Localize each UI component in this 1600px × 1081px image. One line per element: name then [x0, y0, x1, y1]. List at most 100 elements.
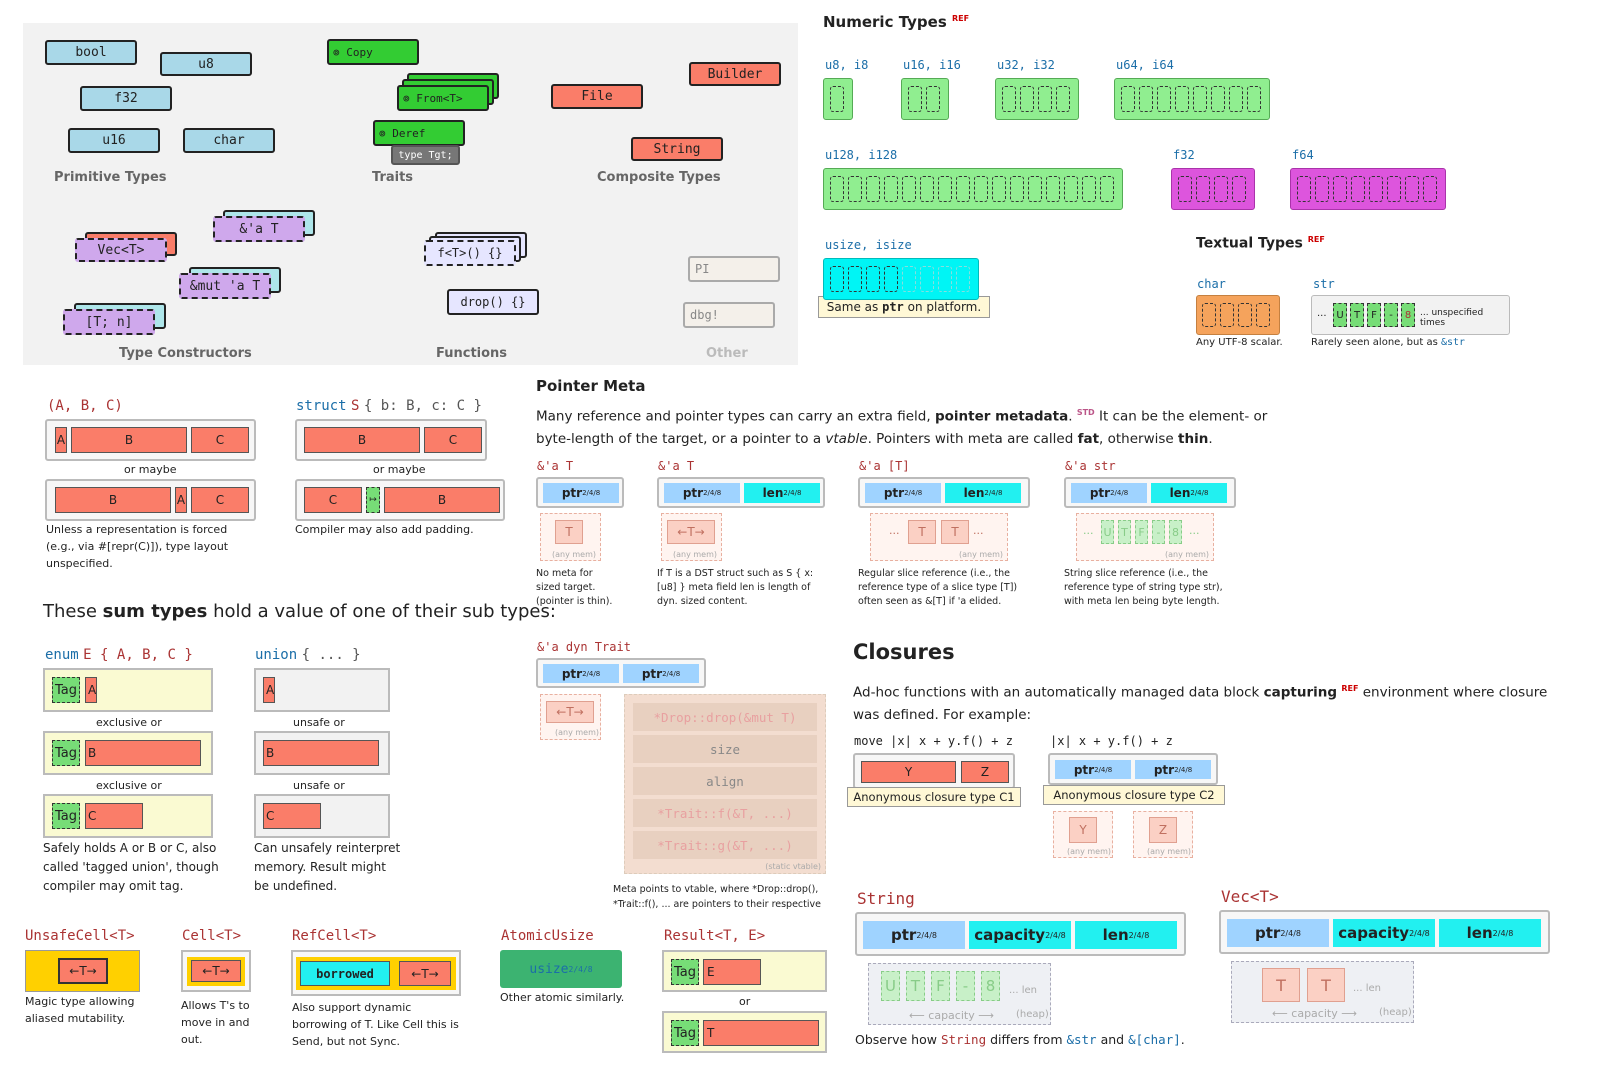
byte [1002, 86, 1016, 112]
numeric-label-5: f32 [1173, 148, 1195, 162]
byte [908, 86, 922, 112]
vec-elem: T [1262, 968, 1300, 1002]
result-t: T [703, 1020, 819, 1046]
struct-layout-1: B C [295, 419, 487, 461]
constructor-ref: &'a T [213, 216, 305, 242]
string-capacity-text: capacity [974, 926, 1046, 944]
dyn-vptr-sub: 2/4/8 [662, 669, 681, 678]
pm-ptr-text: ptr [883, 486, 905, 500]
unsafecell-box: ←T→ [25, 950, 140, 992]
pm-para-e: . Pointers with meta are called [867, 430, 1078, 447]
string-note: Observe how String differs from &str and… [855, 1032, 1185, 1047]
usize-note-text-a: Same as [826, 300, 879, 314]
str-char-u: U [1333, 303, 1347, 327]
byte [830, 86, 844, 112]
numeric-types-title: Numeric Types REF [823, 13, 969, 31]
byte [1139, 86, 1153, 112]
union-variant-cell: B [263, 740, 379, 766]
pm-ptr-sub: 2/4/8 [703, 489, 722, 497]
byte [1202, 303, 1216, 327]
trait-marker-icon: ⊚ [403, 91, 417, 105]
closure-c1-y: Y [861, 761, 956, 783]
trait-deref: ⊚ Deref [373, 120, 465, 146]
pm-dots: ... [973, 524, 984, 537]
numeric-ref-badge[interactable]: REF [952, 14, 970, 23]
pm-ptr-text: ptr [682, 486, 704, 500]
str-note: Rarely seen alone, but as &str [1311, 336, 1465, 350]
byte [1178, 176, 1192, 202]
cell-c: C [304, 487, 362, 513]
c2-ptr2-text: ptr [1153, 762, 1175, 777]
string-len-text: len [1102, 926, 1129, 944]
numeric-bytes-7 [823, 258, 979, 300]
union-variant-row: A [254, 668, 390, 712]
constructor-mut-ref: &mut 'a T [179, 273, 271, 299]
enum-tag: Tag [52, 803, 80, 829]
pm-str-char: T [1118, 520, 1131, 544]
vtable-row: align [633, 767, 817, 795]
result-or: or [739, 995, 751, 1008]
string-heap-char: U [881, 971, 900, 1001]
result-tag: Tag [671, 1020, 699, 1046]
trait-marker-icon: ⊚ [333, 45, 347, 59]
dyn-any-mem: (any mem) [555, 728, 599, 737]
vec-heap: T T ... len ⟵ capacity ⟶ (heap) [1231, 961, 1414, 1023]
byte [1020, 86, 1034, 112]
atomic-inner: usize [529, 961, 569, 977]
byte [866, 266, 880, 292]
pm-any-mem: (any mem) [673, 550, 717, 559]
byte [1387, 176, 1401, 202]
numeric-bytes-2 [995, 78, 1079, 120]
dyn-target: ←T→ (any mem) [540, 694, 601, 740]
closure-c1-box: Y Z [853, 753, 1015, 789]
trait-from: ⊚ From<T> [397, 85, 489, 111]
constructor-array: [T; n] [63, 309, 155, 335]
atomic-note: Other atomic similarly. [500, 991, 625, 1004]
enum-variant-cell: C [85, 803, 143, 829]
pm-str-char: 8 [1169, 520, 1182, 544]
result-err: Tag E [662, 950, 827, 992]
byte [1211, 86, 1225, 112]
closure-c1-type: Anonymous closure type C1 [847, 787, 1021, 807]
byte [992, 176, 1006, 202]
closures-title: Closures [853, 640, 955, 664]
enum-tag: Tag [52, 677, 80, 703]
pm-target-cell: T [941, 520, 969, 544]
pm-std-badge[interactable]: STD [1076, 408, 1095, 417]
cl-ref-badge[interactable]: REF [1341, 684, 1359, 693]
pm-item-note: Regular slice reference (i.e., the refer… [858, 568, 1018, 607]
struct-fields: { b: B, c: C } [363, 398, 482, 414]
str-char-t: T [1350, 303, 1364, 327]
pm-ptr-text: ptr [1089, 486, 1111, 500]
usize-note-ptr: ptr [882, 300, 904, 314]
function-drop: drop() {} [447, 289, 539, 315]
union-note: Can unsafely reinterpret memory. Result … [254, 841, 401, 893]
enum-variants: E { A, B, C } [83, 647, 193, 663]
sum-heading-a: These [43, 601, 103, 622]
string-capacity-sub: 2/4/8 [1045, 930, 1066, 940]
string-note-g: . [1180, 1032, 1185, 1047]
textual-ref-badge[interactable]: REF [1307, 235, 1325, 244]
enum-keyword: enum [45, 647, 79, 663]
vec-len-sub: 2/4/8 [1492, 928, 1514, 938]
pm-item-label: &'a str [1065, 459, 1116, 473]
primitive-f32: f32 [80, 86, 172, 111]
byte [1229, 86, 1243, 112]
pm-ptr-text: ptr [561, 486, 583, 500]
closure-z-target: Z (any mem) [1133, 811, 1193, 858]
string-note-d: &str [1066, 1032, 1097, 1047]
vec-heap-tag: (heap) [1379, 1007, 1412, 1018]
caption-other: Other [706, 346, 748, 361]
str-dots: ... [1317, 308, 1327, 319]
